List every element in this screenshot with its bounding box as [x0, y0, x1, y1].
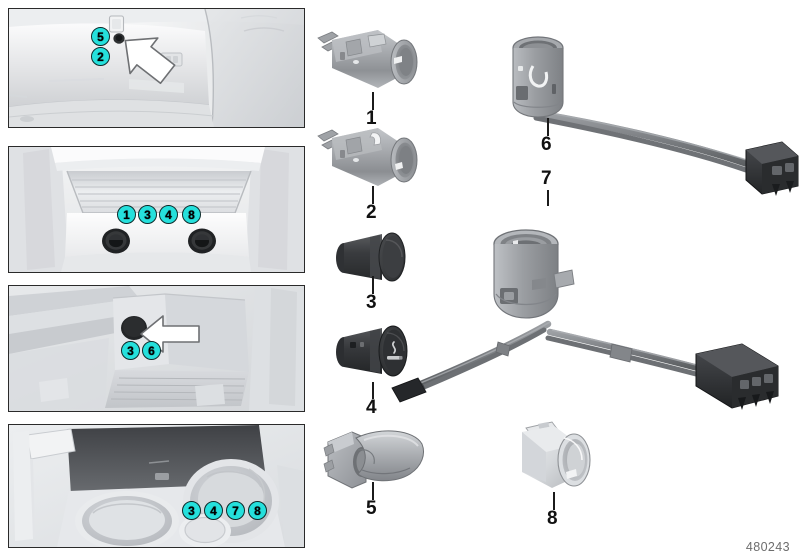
part-number-label: 8	[547, 508, 558, 529]
part-6-socket-with-lead	[512, 36, 799, 196]
callout-6: 6	[142, 341, 161, 360]
callout-8: 8	[182, 205, 201, 224]
callout-7: 7	[226, 501, 245, 520]
part-number-label: 3	[366, 292, 377, 313]
callout-label: 3	[127, 343, 134, 358]
part-8-trim-ring	[522, 421, 591, 488]
callout-3: 3	[138, 205, 157, 224]
connector-block-7	[695, 343, 779, 410]
callout-label: 4	[165, 207, 172, 222]
diagram-id-label: 480243	[745, 540, 790, 554]
flat-terminal-7	[391, 377, 427, 403]
leader-line-7	[547, 190, 549, 206]
connector-block-6	[745, 141, 799, 196]
part-number-7: 7	[541, 168, 552, 190]
leader-line-8	[553, 492, 555, 510]
callout-label: 3	[188, 503, 195, 518]
part-number-5: 5	[366, 498, 377, 520]
socket-body-7	[493, 229, 575, 319]
leader-line-3	[372, 276, 374, 294]
pointer-arrow-panel1	[124, 37, 176, 85]
part-number-label: 5	[366, 498, 377, 519]
part-number-4: 4	[366, 397, 377, 419]
part-number-label: 7	[541, 168, 552, 189]
callout-label: 7	[232, 503, 239, 518]
part-number-label: 1	[366, 108, 377, 129]
part-number-label: 6	[541, 134, 552, 155]
part-3-black-cap	[336, 232, 406, 282]
part-number-2: 2	[366, 202, 377, 224]
storage-tray-photo	[9, 286, 304, 411]
part-number-8: 8	[547, 508, 558, 530]
callout-5: 5	[91, 27, 110, 46]
leader-line-4	[372, 382, 374, 399]
panel-glovebox: 1 3 4 8	[8, 146, 305, 273]
glove-box-photo	[9, 147, 304, 272]
callout-label: 8	[254, 503, 261, 518]
part-4-cigarette-lighter	[336, 325, 408, 377]
smoking-symbol-icon	[387, 341, 403, 360]
luggage-compartment-photo	[9, 9, 304, 127]
panel-center-console: 3 4 7 8	[8, 424, 305, 548]
callout-label: 8	[188, 207, 195, 222]
part-number-3: 3	[366, 292, 377, 314]
part-1-socket-housing	[317, 30, 418, 88]
leader-line-6	[547, 118, 549, 136]
part-number-label: 2	[366, 202, 377, 223]
leader-line-2	[372, 186, 374, 204]
callout-label: 5	[97, 29, 104, 44]
callout-3: 3	[182, 501, 201, 520]
callout-2: 2	[91, 47, 110, 66]
callout-4: 4	[204, 501, 223, 520]
diagram-id: 480243	[746, 540, 790, 554]
callout-label: 2	[97, 49, 104, 64]
part-2-socket-housing	[317, 128, 418, 186]
part-5-cover-flap	[323, 430, 424, 489]
panel-storage-tray: 3 6	[8, 285, 305, 412]
leader-line-5	[372, 482, 374, 500]
callout-4: 4	[159, 205, 178, 224]
callout-label: 3	[144, 207, 151, 222]
callout-1: 1	[117, 205, 136, 224]
panel-luggage-compartment: 5 2	[8, 8, 305, 128]
callout-8: 8	[248, 501, 267, 520]
callout-3: 3	[121, 341, 140, 360]
part-number-6: 6	[541, 134, 552, 156]
center-console-photo	[9, 425, 304, 547]
leader-line-1	[372, 92, 374, 110]
callout-label: 4	[210, 503, 217, 518]
part-number-label: 4	[366, 397, 377, 418]
callout-label: 1	[123, 207, 130, 222]
part-7-socket-with-harness	[391, 229, 779, 410]
part-number-1: 1	[366, 108, 377, 130]
callout-label: 6	[148, 343, 155, 358]
